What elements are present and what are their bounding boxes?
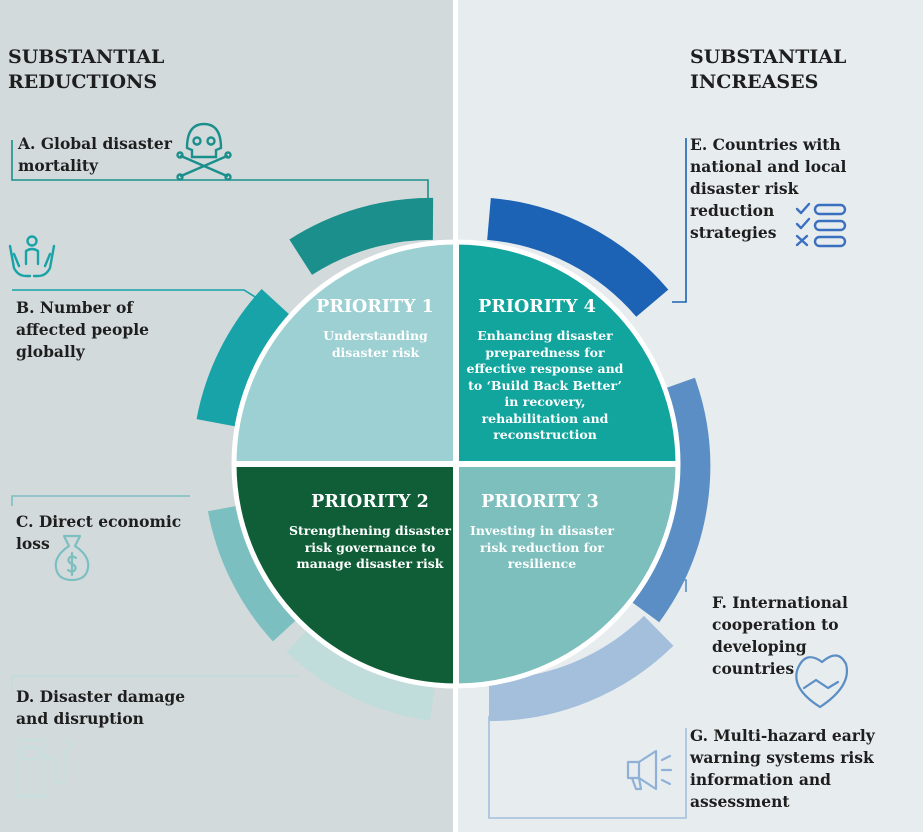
target-d-label: D. Disaster damage and disruption [16, 687, 186, 728]
connector-a [11, 140, 429, 212]
priority-4-text: Enhancing disaster preparedness for effe… [466, 328, 624, 442]
money-bag-icon [54, 534, 90, 582]
priority-3-text: Investing in disaster risk reduction for… [469, 523, 615, 571]
priority-2-quadrant [235, 464, 456, 685]
priority-4-quadrant [456, 243, 677, 464]
arc-target-c [207, 503, 305, 642]
target-e-label: E. Countries with national and local dis… [690, 135, 847, 242]
arc-target-g [488, 615, 674, 722]
arc-target-a [289, 197, 434, 276]
arc-target-e [486, 197, 669, 318]
arc-target-d [286, 621, 437, 721]
connector-d [11, 675, 300, 690]
priority-2-title: PRIORITY 2 [311, 492, 429, 512]
connector-e [672, 138, 687, 303]
target-f-label: F. International cooperation to developi… [712, 593, 848, 678]
hands-person-icon [8, 235, 56, 278]
priority-1-text: Understanding disaster risk [323, 328, 428, 360]
circle-outline [231, 239, 681, 689]
target-c-label: C. Direct economic loss [16, 512, 182, 553]
priority-3-quadrant [456, 464, 677, 685]
skull-crossbones-icon [176, 122, 232, 181]
checklist-icon [795, 202, 847, 248]
priority-1-quadrant [235, 243, 456, 464]
priority-3-title: PRIORITY 3 [481, 492, 599, 512]
arc-target-b [196, 288, 293, 428]
priority-4-title: PRIORITY 4 [478, 297, 596, 317]
connector-c [11, 495, 190, 506]
connector-g [488, 716, 687, 819]
megaphone-icon [626, 749, 673, 791]
fuel-pump-icon [12, 738, 74, 798]
priority-1-title: PRIORITY 1 [316, 297, 434, 317]
arc-target-f [625, 377, 711, 623]
priority-2-text: Strengthening disaster risk governance t… [289, 523, 451, 571]
target-b-label: B. Number of affected people globally [16, 298, 149, 361]
handshake-heart-icon [795, 654, 849, 709]
target-a-label: A. Global disaster mortality [18, 134, 172, 175]
right-header: SUBSTANTIAL INCREASES [690, 46, 847, 93]
connector-b [12, 289, 261, 301]
left-header: SUBSTANTIAL REDUCTIONS [8, 46, 165, 93]
target-g-label: G. Multi-hazard early warning systems ri… [690, 726, 875, 811]
